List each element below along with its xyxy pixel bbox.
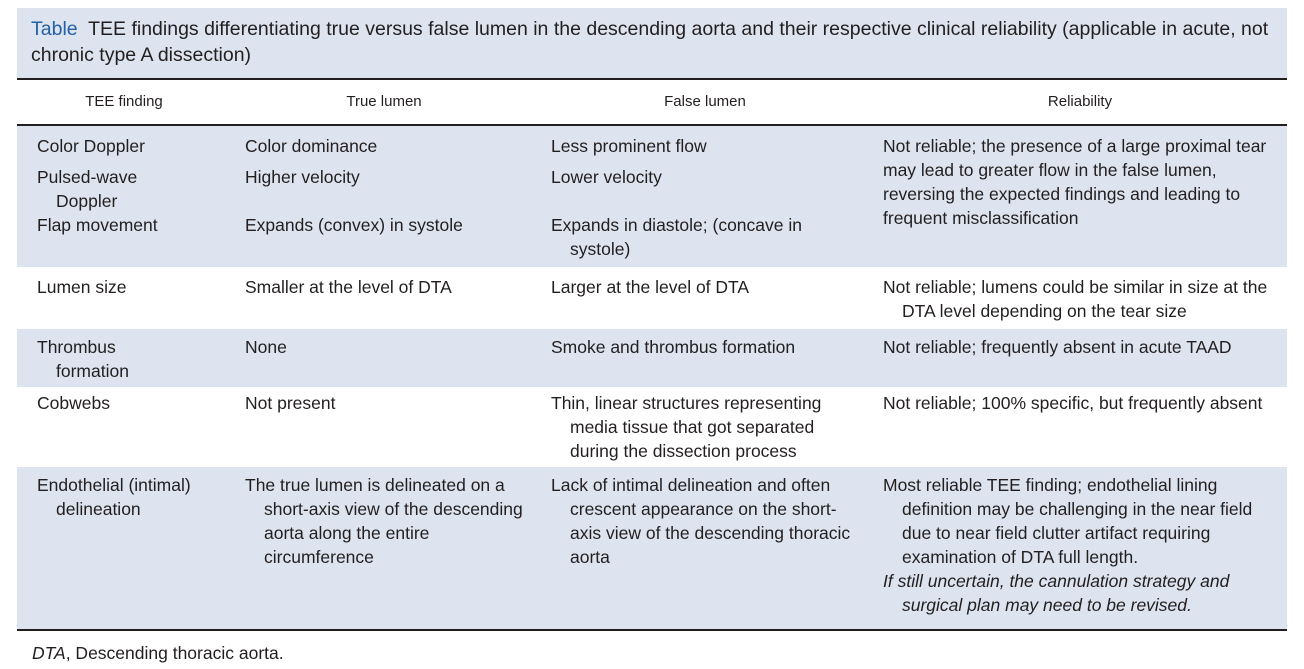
- finding-cell: Cobwebs: [37, 393, 110, 413]
- finding-cell: Flap movement: [37, 215, 158, 235]
- reliability-cell: Not reliable; the presence of a large pr…: [883, 136, 1267, 228]
- table-container: Table TEE findings differentiating true …: [17, 8, 1287, 631]
- table-row: Lumen size Smaller at the level of DTA L…: [17, 267, 1287, 329]
- reliability-cell: Most reliable TEE finding; endothelial l…: [883, 475, 1253, 567]
- false-lumen-cell: Less prominent flow: [551, 136, 707, 156]
- false-lumen-cell: Larger at the level of DTA: [551, 277, 750, 297]
- finding-cell: Pulsed-wave Doppler: [37, 167, 138, 211]
- finding-cell: Thrombus formation: [37, 337, 129, 381]
- true-lumen-cell: Smaller at the level of DTA: [245, 277, 452, 297]
- false-lumen-cell: Lower velocity: [551, 167, 662, 187]
- table-row: Endothelial (intimal) delineation The tr…: [17, 467, 1287, 631]
- table-row: Thrombus formation None Smoke and thromb…: [17, 329, 1287, 387]
- true-lumen-cell: The true lumen is delineated on a short-…: [245, 475, 523, 567]
- reliability-cell: Not reliable; frequently absent in acute…: [883, 337, 1232, 357]
- true-lumen-cell: Color dominance: [245, 136, 378, 156]
- false-lumen-cell: Thin, linear structures representing med…: [551, 393, 822, 461]
- column-header-finding: TEE finding: [17, 80, 231, 126]
- finding-cell: Endothelial (intimal) delineation: [37, 475, 191, 519]
- table-row: Cobwebs Not present Thin, linear structu…: [17, 387, 1287, 467]
- caption-text: TEE findings differentiating true versus…: [31, 18, 1269, 66]
- column-header-false-lumen: False lumen: [537, 80, 873, 126]
- column-header-reliability: Reliability: [873, 80, 1287, 126]
- true-lumen-cell: Not present: [245, 393, 336, 413]
- table-row: Flap movement Expands (convex) in systol…: [17, 213, 1287, 268]
- footnote-text: , Descending thoracic aorta.: [65, 643, 284, 663]
- reliability-cell: Not reliable; 100% specific, but frequen…: [883, 393, 1263, 413]
- false-lumen-cell: Lack of intimal delineation and often cr…: [551, 475, 851, 567]
- table-footnote: DTA, Descending thoracic aorta.: [32, 643, 284, 664]
- table-row: Color Doppler Color dominance Less promi…: [17, 125, 1287, 268]
- table-caption: Table TEE findings differentiating true …: [17, 8, 1287, 80]
- caption-label: Table: [31, 18, 78, 40]
- findings-table: TEE finding True lumen False lumen Relia…: [17, 80, 1287, 631]
- footnote-abbreviation: DTA: [32, 643, 66, 663]
- table-row: Pulsed-wave Doppler Higher velocity Lowe…: [17, 158, 1287, 213]
- finding-cell: Color Doppler: [37, 136, 145, 156]
- true-lumen-cell: Higher velocity: [245, 167, 360, 187]
- true-lumen-cell: Expands (convex) in systole: [245, 215, 463, 235]
- reliability-note: If still uncertain, the cannulation stra…: [883, 571, 1230, 615]
- false-lumen-cell: Expands in diastole; (concave in systole…: [551, 215, 802, 259]
- header-row: TEE finding True lumen False lumen Relia…: [17, 80, 1287, 126]
- finding-cell: Lumen size: [37, 277, 127, 297]
- false-lumen-cell: Smoke and thrombus formation: [551, 337, 796, 357]
- true-lumen-cell: None: [245, 337, 287, 357]
- column-header-true-lumen: True lumen: [231, 80, 537, 126]
- reliability-cell: Not reliable; lumens could be similar in…: [883, 277, 1268, 321]
